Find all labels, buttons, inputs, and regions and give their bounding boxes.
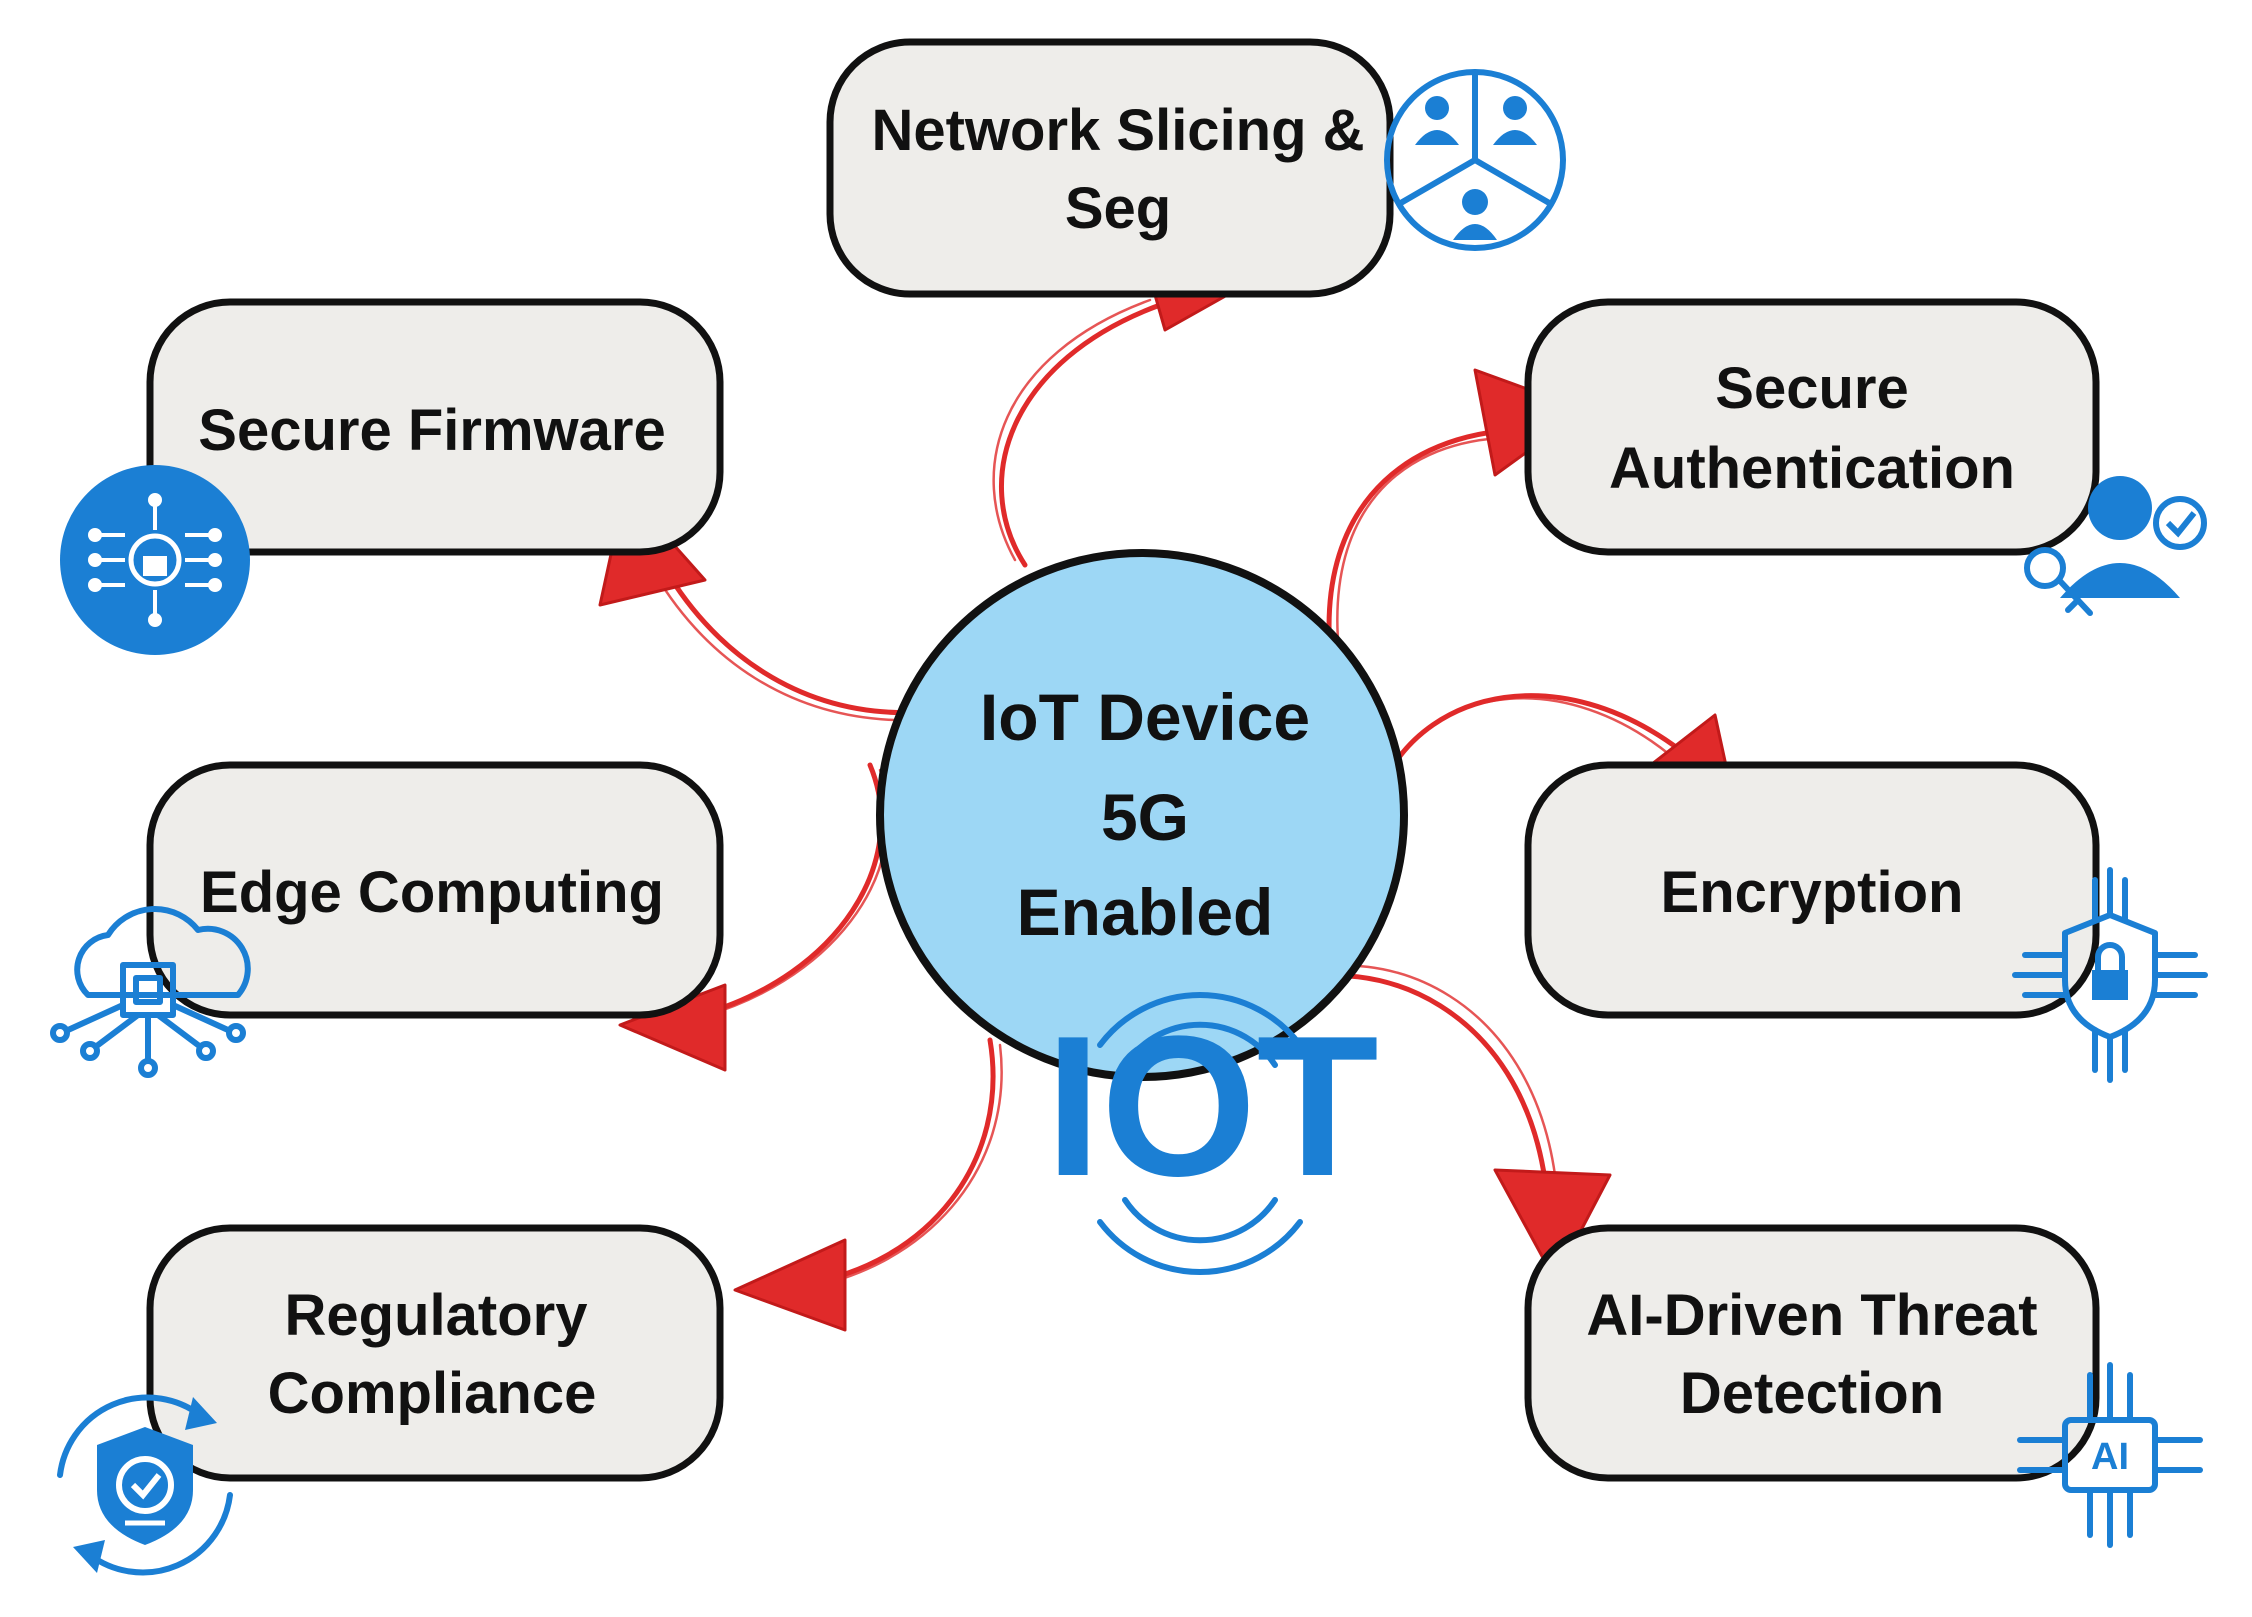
center-label-line3: Enabled	[1017, 875, 1274, 949]
secure-firmware-label: Secure Firmware	[198, 398, 665, 463]
center-label-line1: IoT Device	[980, 680, 1310, 754]
network-slicing-label-line1: Network Slicing &	[871, 98, 1364, 163]
user-key-check-icon	[2024, 476, 2207, 616]
node-secure-authentication: Secure Authentication	[1524, 298, 2100, 556]
iot-logo: IOT	[1045, 992, 1379, 1275]
arrow-to-regulatory-compliance	[733, 1037, 1003, 1332]
center-node: IoT Device 5G Enabled	[876, 549, 1408, 1081]
node-regulatory-compliance: Regulatory Compliance	[146, 1224, 724, 1482]
ai-threat-detection-label-line1: AI-Driven Threat	[1586, 1283, 2037, 1348]
cloud-chip-icon	[50, 906, 251, 1078]
edge-computing-label: Edge Computing	[200, 860, 664, 925]
secure-authentication-label-line2: Authentication	[1609, 436, 2015, 501]
shield-check-refresh-icon	[57, 1394, 233, 1576]
shield-lock-circuit-icon	[2012, 867, 2208, 1083]
node-secure-firmware: Secure Firmware	[146, 298, 724, 556]
chip-lock-icon	[60, 465, 250, 655]
encryption-label: Encryption	[1661, 860, 1964, 925]
regulatory-compliance-label-line2: Compliance	[268, 1361, 597, 1426]
iot-logo-text: IOT	[1045, 995, 1378, 1218]
regulatory-compliance-label-line1: Regulatory	[285, 1283, 588, 1348]
arrow-to-network-slicing	[992, 258, 1247, 568]
network-slicing-label-line2: Seg	[1065, 176, 1171, 241]
secure-authentication-label-line1: Secure	[1715, 356, 1908, 421]
ai-threat-detection-label-line2: Detection	[1680, 1361, 1944, 1426]
node-network-slicing: Network Slicing & Seg	[826, 38, 1394, 298]
node-edge-computing: Edge Computing	[146, 761, 724, 1019]
center-label-line2: 5G	[1101, 780, 1189, 854]
ai-chip-icon: AI	[2017, 1362, 2203, 1548]
node-ai-threat-detection: AI-Driven Threat Detection	[1524, 1224, 2100, 1482]
ai-chip-text: AI	[2091, 1436, 2129, 1478]
people-segments-icon	[1384, 69, 1566, 251]
node-encryption: Encryption	[1524, 761, 2100, 1019]
